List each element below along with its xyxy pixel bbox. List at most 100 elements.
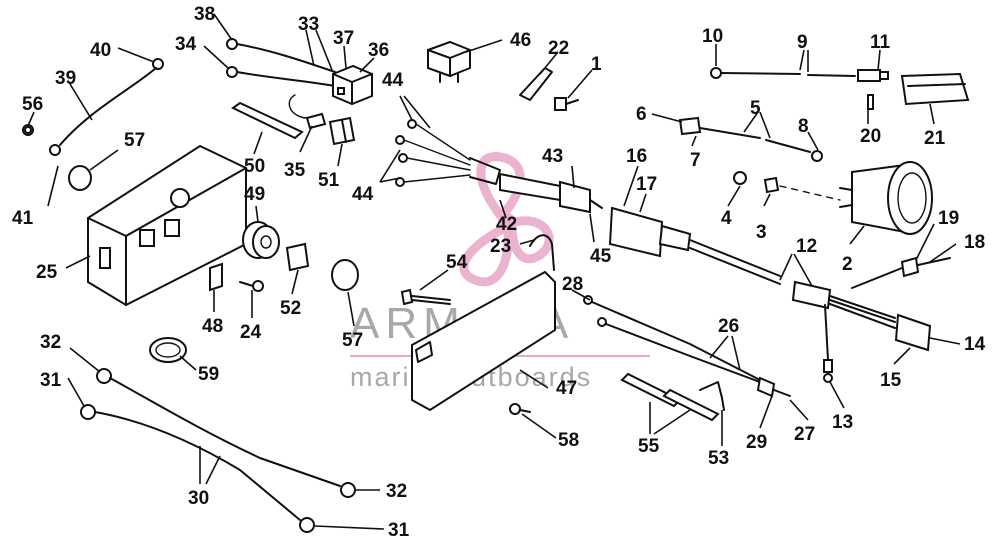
callout-37: 37 [333,28,354,49]
callout-7: 7 [690,150,701,171]
callout-54: 54 [446,252,468,273]
callout-22: 22 [548,38,569,59]
callout-29: 29 [746,432,767,453]
callout-55: 55 [638,436,660,457]
cable-26-27-28-29 [583,295,791,398]
socket-4 [733,171,747,185]
callout-41: 41 [12,208,34,229]
callout-36: 36 [368,40,389,61]
callout-45: 45 [590,246,612,267]
grommet-57b [331,259,359,291]
callout-18: 18 [964,232,985,253]
callout-9: 9 [797,32,808,53]
plug-43-45 [499,172,603,214]
callout-44-lower: 44 [352,184,374,205]
callout-13: 13 [832,412,853,433]
callout-28: 28 [562,274,583,295]
callout-20: 20 [860,126,881,147]
hose-clamp-59 [149,337,187,363]
callout-31-upper: 31 [40,370,62,391]
callout-27: 27 [794,424,815,445]
callout-14: 14 [964,334,986,355]
relay-46 [427,40,471,83]
callout-31-lower: 31 [388,520,410,541]
callout-40: 40 [90,40,111,61]
screw-1 [554,97,579,111]
wires-18-19 [851,256,951,289]
relay-block-37 [332,64,373,106]
callout-46: 46 [510,30,531,51]
tubes-55 [620,372,720,422]
callout-44-upper: 44 [382,70,404,91]
bulb-3 [763,176,780,194]
sleeve-21 [900,72,970,106]
callout-25: 25 [36,262,58,283]
bolt-54 [400,288,451,306]
screw-24 [239,280,264,292]
callout-30: 30 [188,488,209,509]
callout-53: 53 [708,448,729,469]
screw-58 [509,403,531,415]
callout-3: 3 [756,222,767,243]
callout-12: 12 [796,236,817,257]
callout-1: 1 [591,54,602,75]
fuse-35 [305,112,327,130]
leader-lines [27,13,961,530]
clip-53 [699,381,725,411]
callout-56: 56 [22,94,43,115]
grommet-49 [242,221,280,259]
callout-labels: 38 33 37 36 34 40 46 22 1 10 9 11 39 56 … [12,4,986,541]
propeller-hub-icon [498,213,516,231]
callout-4: 4 [721,208,732,229]
callout-58: 58 [558,430,579,451]
callout-50: 50 [244,156,265,177]
callout-10: 10 [702,26,723,47]
wire-harness-38-34 [226,38,336,119]
callout-43: 43 [542,146,563,167]
callout-42: 42 [496,214,517,235]
washer-56 [24,126,32,134]
rod-50 [231,101,304,140]
callout-32-lower: 32 [386,481,407,502]
spacer-52 [285,242,310,272]
pin-20 [867,94,874,110]
callout-32-upper: 32 [40,332,61,353]
callout-57-upper: 57 [124,130,145,151]
callout-19: 19 [938,208,959,229]
callout-38: 38 [194,4,215,25]
callout-23: 23 [490,236,511,257]
callout-39: 39 [55,68,76,89]
spring-clip-23 [529,234,555,271]
callout-16: 16 [626,146,647,167]
fuse-holder-51 [328,116,356,146]
gauge-2 [839,161,933,235]
callout-11: 11 [870,32,891,53]
callout-35: 35 [284,160,306,181]
ground-strap-39-40 [22,58,164,156]
callout-2: 2 [842,254,853,275]
callout-15: 15 [880,370,902,391]
callout-52: 52 [280,298,301,319]
callout-8: 8 [798,116,809,137]
callout-6: 6 [636,104,647,125]
battery-cables-30-31-32 [80,368,356,533]
harness-16-17 [608,206,932,383]
clip-48 [209,262,223,292]
wiring-fan-44 [395,119,501,187]
callout-33: 33 [298,14,319,35]
bracket-22 [519,67,553,101]
callout-26: 26 [718,316,739,337]
callout-48: 48 [202,316,223,337]
callout-57-center: 57 [342,330,363,351]
callout-24: 24 [240,322,262,343]
module-box-25 [87,144,247,307]
cable-10-9-11 [710,67,889,82]
callout-17: 17 [636,174,657,195]
callout-59: 59 [198,364,219,385]
callout-34: 34 [175,34,197,55]
plate-47 [411,270,556,412]
callout-47: 47 [556,378,577,399]
callout-49: 49 [244,184,265,205]
